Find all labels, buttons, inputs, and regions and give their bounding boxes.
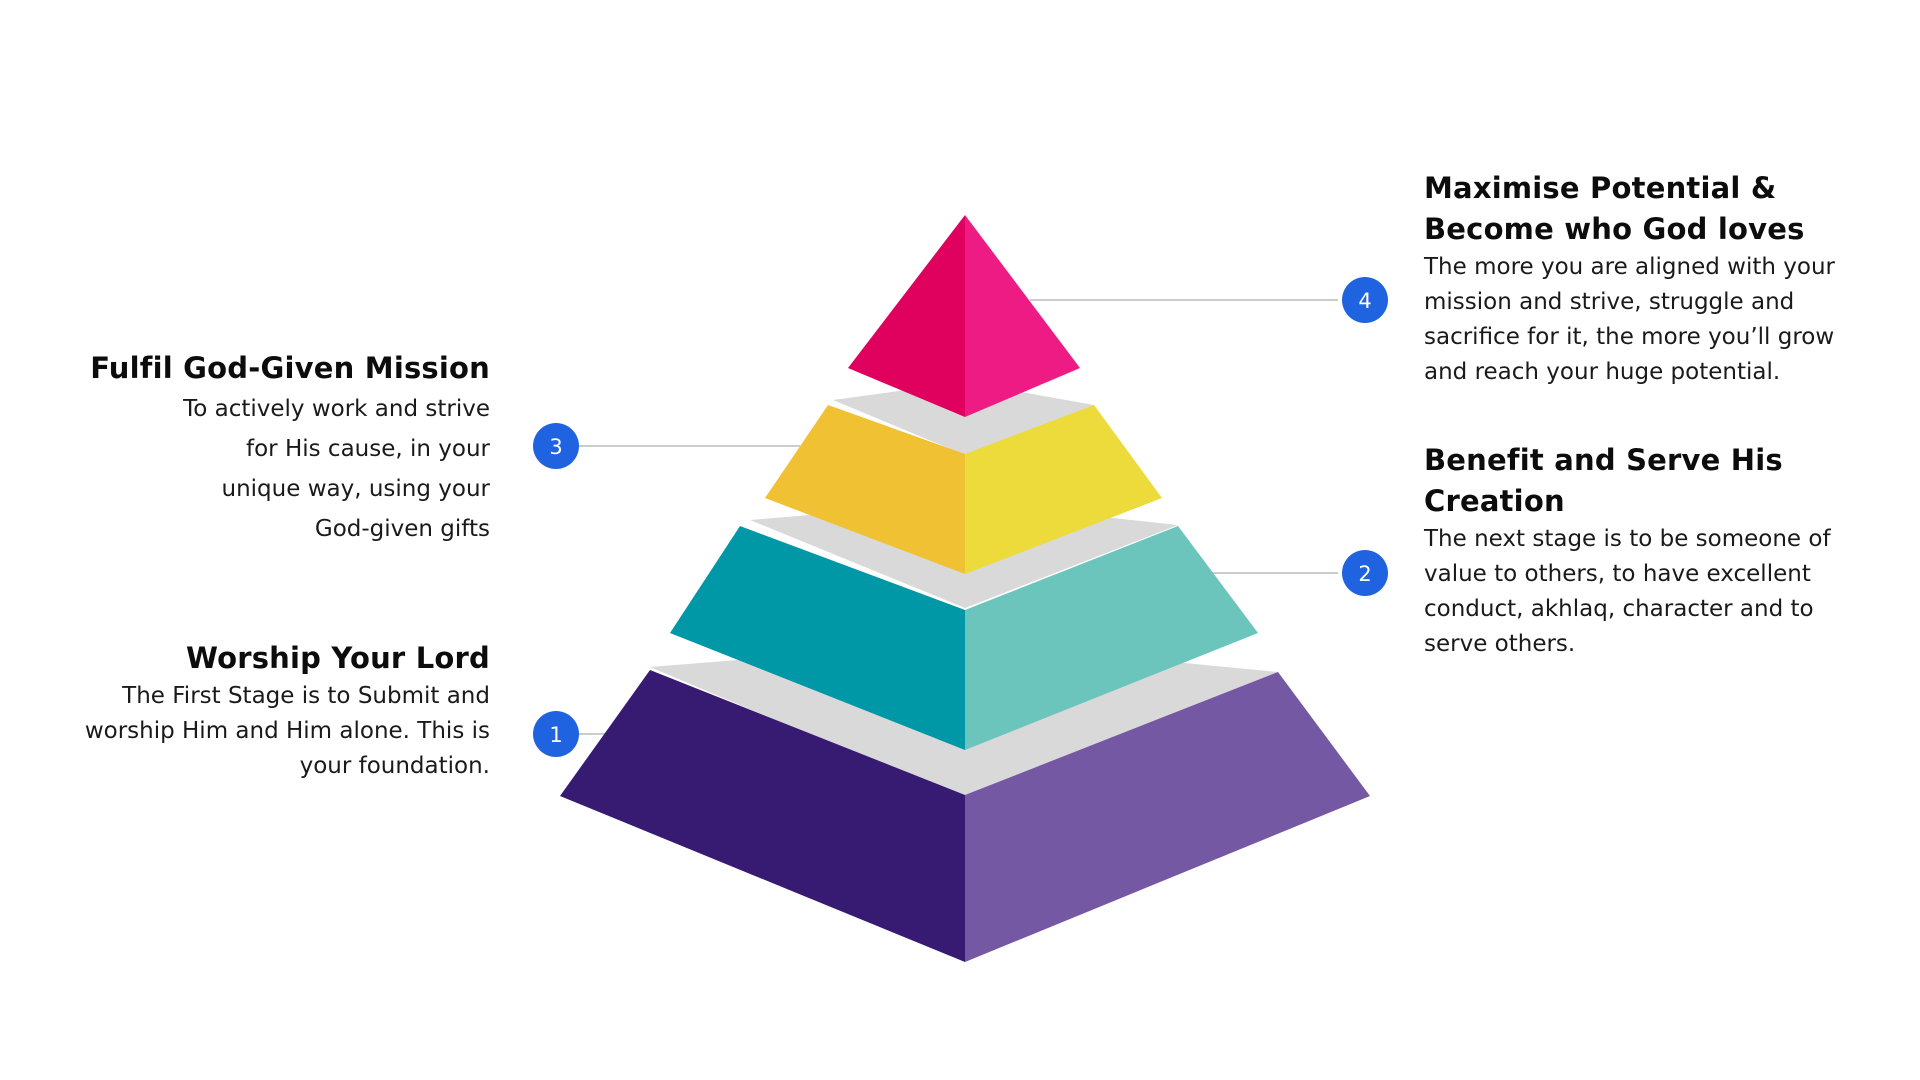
marker-2-number: 2 [1358,562,1371,586]
stage-1-desc-line: worship Him and Him alone. This is [84,718,490,744]
stage-3-text: Fulfil God-Given Mission To actively wor… [20,348,490,549]
stage-4-title-line: Become who God loves [1424,212,1805,246]
stage-3-description: To actively work and strive for His caus… [20,389,490,549]
stage-1-description: The First Stage is to Submit and worship… [20,679,490,784]
stage-1-desc-line: your foundation. [299,753,490,779]
marker-4-number: 4 [1358,289,1371,313]
stage-4-title: Maximise Potential & Become who God love… [1424,168,1894,250]
stage-4-desc-line: mission and strive, struggle and [1424,289,1795,315]
tier-3-left-face [765,405,965,574]
marker-3-circle [533,423,579,469]
tier-2-left-face [670,526,965,750]
stage-4-desc-line: sacrifice for it, the more you’ll grow [1424,324,1835,350]
tier-4-left-face [848,215,965,417]
stage-2-title-line: Benefit and Serve His [1424,443,1783,477]
stage-3-title: Fulfil God-Given Mission [20,348,490,389]
tier-2-right-face [965,526,1258,750]
stage-4-desc-line: and reach your huge potential. [1424,359,1781,385]
stage-3-title-line: Fulfil God-Given Mission [90,351,490,385]
stage-2-desc-line: The next stage is to be someone of [1424,526,1831,552]
marker-3-number: 3 [549,435,562,459]
stage-3-desc-line: unique way, using your [221,476,490,502]
stage-2-desc-line: value to others, to have excellent [1424,561,1811,587]
marker-2-circle [1342,550,1388,596]
stage-1-title: Worship Your Lord [20,638,490,679]
marker-1-circle [533,711,579,757]
stage-3-desc-line: for His cause, in your [246,436,490,462]
stage-4-title-line: Maximise Potential & [1424,171,1777,205]
stage-2-title-line: Creation [1424,484,1565,518]
tier-1-right-face [965,672,1370,962]
stage-3-desc-line: God-given gifts [314,516,490,542]
stage-4-text: Maximise Potential & Become who God love… [1424,168,1894,390]
tier-4-right-face [965,215,1080,417]
stage-1-text: Worship Your Lord The First Stage is to … [20,638,490,784]
stage-1-desc-line: The First Stage is to Submit and [122,683,490,709]
stage-2-desc-line: serve others. [1424,631,1576,657]
stage-4-description: The more you are aligned with your missi… [1424,250,1894,390]
stage-2-description: The next stage is to be someone of value… [1424,522,1894,662]
tier-1-left-face [560,670,965,962]
stage-2-desc-line: conduct, akhlaq, character and to [1424,596,1814,622]
stage-4-desc-line: The more you are aligned with your [1424,254,1835,280]
marker-1-number: 1 [549,723,562,747]
stage-1-title-line: Worship Your Lord [185,641,490,675]
marker-4-circle [1342,277,1388,323]
stage-2-text: Benefit and Serve His Creation The next … [1424,440,1894,662]
tier-3-right-face [965,405,1162,574]
ledge-tier-3 [833,382,1094,455]
stage-2-title: Benefit and Serve His Creation [1424,440,1894,522]
stage-3-desc-line: To actively work and strive [183,396,490,422]
